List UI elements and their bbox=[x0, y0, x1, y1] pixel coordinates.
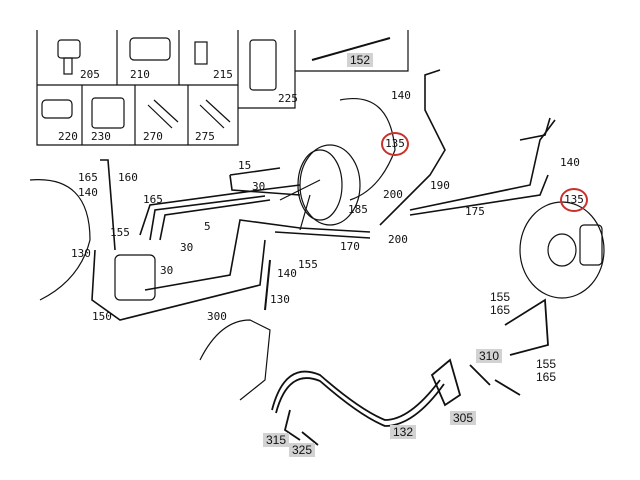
parts-inset-grid bbox=[36, 30, 409, 146]
part-label-30: 30 bbox=[180, 241, 194, 254]
part-label-160: 160 bbox=[118, 171, 138, 184]
part-label-155: 155 bbox=[110, 226, 130, 239]
part-label-200: 200 bbox=[383, 188, 403, 201]
part-label-130: 130 bbox=[71, 247, 91, 260]
part-label-140: 140 bbox=[78, 186, 98, 199]
part-label-135-circled[interactable]: 135 bbox=[560, 188, 588, 212]
part-label-155: 155 bbox=[490, 290, 511, 304]
part-label-130: 130 bbox=[270, 293, 290, 306]
part-label-165: 165 bbox=[143, 193, 163, 206]
part-label-310[interactable]: 310 bbox=[476, 349, 503, 363]
part-label-200: 200 bbox=[388, 233, 408, 246]
part-label-230: 230 bbox=[91, 130, 111, 143]
part-label-305[interactable]: 305 bbox=[450, 411, 477, 425]
part-label-300: 300 bbox=[207, 310, 227, 323]
part-label-205: 205 bbox=[80, 68, 100, 81]
disc-rear bbox=[199, 319, 271, 401]
part-label-270: 270 bbox=[143, 130, 163, 143]
rear-hose bbox=[271, 298, 549, 446]
part-label-135-circled[interactable]: 135 bbox=[381, 132, 409, 156]
part-label-30: 30 bbox=[252, 180, 266, 193]
part-label-165: 165 bbox=[78, 171, 98, 184]
part-label-30: 30 bbox=[160, 264, 174, 277]
part-label-175: 175 bbox=[465, 205, 485, 218]
part-label-190: 190 bbox=[430, 179, 450, 192]
part-label-210: 210 bbox=[130, 68, 150, 81]
part-label-215: 215 bbox=[213, 68, 233, 81]
part-label-325[interactable]: 325 bbox=[289, 443, 316, 457]
part-label-132[interactable]: 132 bbox=[390, 425, 417, 439]
part-label-275: 275 bbox=[195, 130, 215, 143]
part-label-155: 155 bbox=[536, 357, 557, 371]
caliper-left bbox=[114, 254, 156, 301]
part-label-165: 165 bbox=[490, 303, 511, 317]
part-label-152[interactable]: 152 bbox=[347, 53, 374, 67]
part-label-150: 150 bbox=[92, 310, 112, 323]
part-label-220: 220 bbox=[58, 130, 78, 143]
disc-right bbox=[519, 201, 605, 299]
disc-left bbox=[29, 179, 91, 301]
part-label-225: 225 bbox=[278, 92, 298, 105]
part-label-15: 15 bbox=[238, 159, 252, 172]
part-label-315[interactable]: 315 bbox=[263, 433, 290, 447]
brake-booster bbox=[279, 98, 396, 231]
part-label-155: 155 bbox=[298, 258, 318, 271]
part-label-185: 185 bbox=[348, 203, 368, 216]
part-label-165: 165 bbox=[536, 370, 557, 384]
brake-lines bbox=[91, 69, 556, 321]
part-label-140: 140 bbox=[391, 89, 411, 102]
part-label-170: 170 bbox=[340, 240, 360, 253]
part-label-5: 5 bbox=[204, 220, 211, 233]
part-label-140: 140 bbox=[277, 267, 297, 280]
part-label-140: 140 bbox=[560, 156, 580, 169]
